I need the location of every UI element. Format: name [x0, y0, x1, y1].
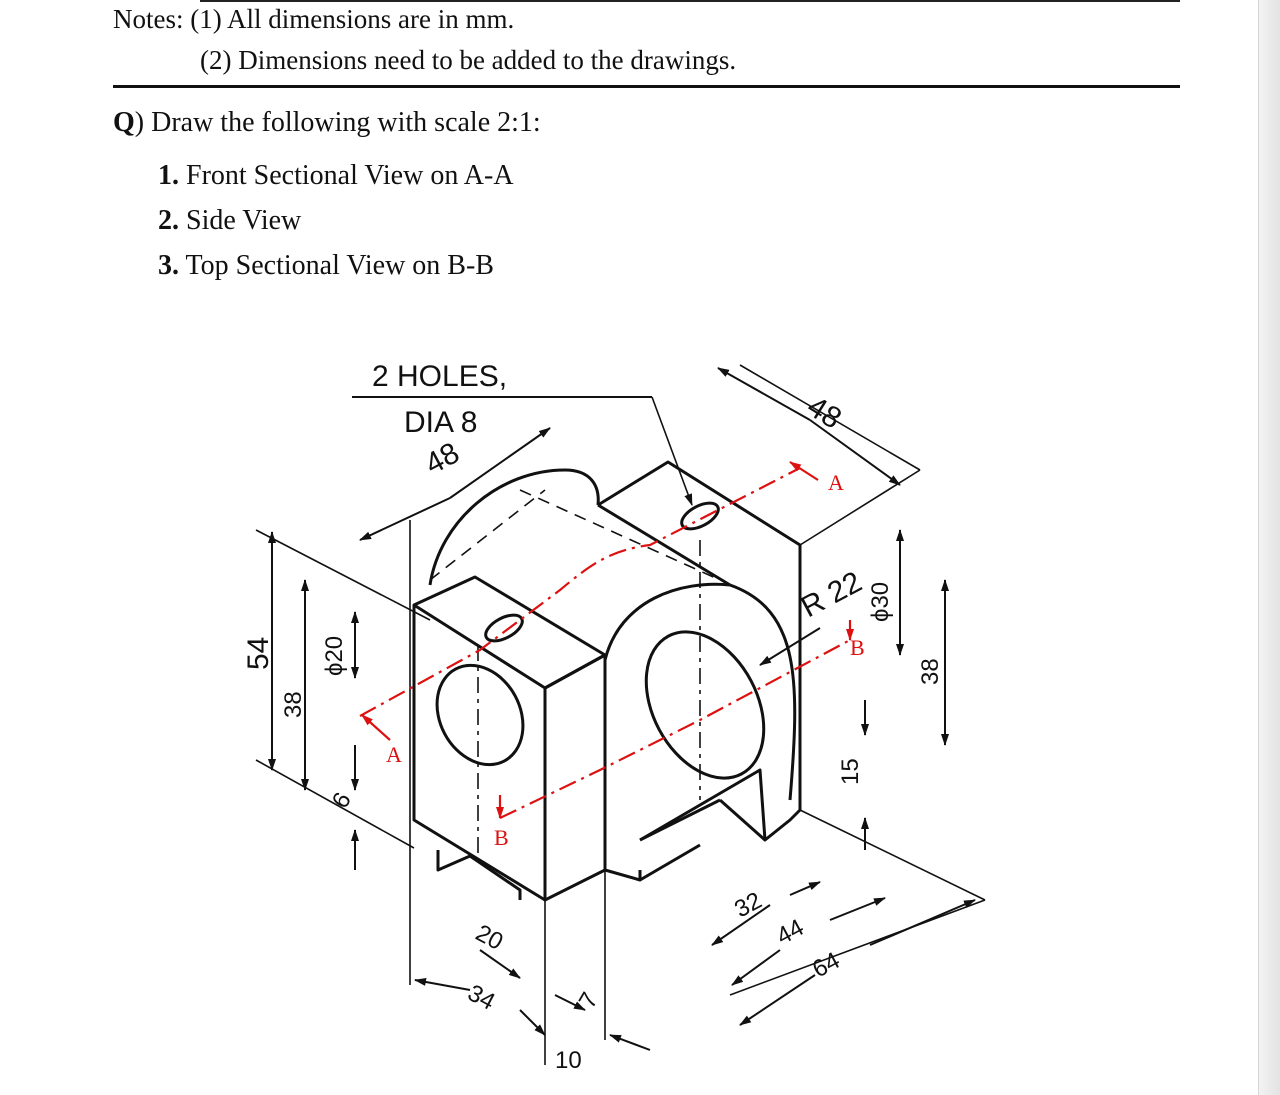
callout-line-1: 2 HOLES,: [372, 360, 507, 393]
dim-line-32: [711, 904, 771, 946]
dim-64: 64: [808, 947, 844, 983]
slab-front-edge: [597, 503, 731, 587]
extension-line: [255, 759, 415, 849]
hole-top-left: [484, 613, 524, 643]
left-block-front: [412, 605, 547, 902]
dim-32: 32: [730, 887, 766, 923]
dim-line-32: [789, 881, 821, 896]
section-label-b-bottom: B: [494, 825, 509, 850]
dim-10: 10: [555, 1047, 582, 1074]
dim-line-48-right: [717, 367, 811, 421]
dim-dia20: ϕ20: [321, 636, 348, 676]
section-arrow-a-left: [361, 714, 391, 741]
question-prefix: Q: [113, 107, 135, 138]
hole-top-right: [680, 501, 720, 531]
dim-line-34: [414, 978, 471, 991]
extension-line: [739, 364, 921, 471]
task-item: 2. Side View: [158, 203, 514, 248]
extension-line: [799, 809, 986, 901]
dim-line-48-left: [359, 497, 451, 541]
base-slot-back: [639, 798, 721, 842]
top-rule: [200, 0, 1180, 2]
dim-line-7: [554, 994, 586, 1011]
dim-34: 34: [463, 979, 499, 1015]
arch-inner-top: [603, 582, 731, 661]
task-number: 2.: [158, 205, 179, 236]
section-line-b: [499, 639, 851, 819]
object-outline: [412, 460, 802, 902]
dim-54: 54: [242, 637, 275, 670]
dim-dia30: ϕ30: [867, 582, 894, 622]
arch-top-slab: [597, 460, 802, 810]
left-block-side: [544, 653, 607, 690]
hidden-line: [519, 489, 721, 581]
dimension-lines: [268, 367, 976, 1051]
dim-20: 20: [471, 919, 507, 955]
task-list: 1. Front Sectional View on A-A 2. Side V…: [158, 158, 514, 293]
task-label: Front Sectional View on A-A: [186, 160, 514, 191]
base-front-edge: [639, 843, 701, 882]
dim-line-48-right: [809, 419, 901, 486]
dim-15: 15: [837, 758, 864, 785]
lower-slot: [436, 850, 522, 900]
extension-line: [729, 899, 986, 996]
left-bore: [435, 663, 525, 767]
dim-line-7: [609, 1034, 651, 1051]
task-label: Side View: [186, 205, 302, 236]
dim-line-48-left: [449, 427, 551, 499]
dim-r22: R 22: [796, 565, 867, 624]
dim-38-left: 38: [280, 691, 307, 718]
dim-6: 6: [327, 788, 357, 813]
dim-line-r22: [759, 627, 821, 666]
upright-right-edge: [544, 660, 607, 902]
hidden-lines: [255, 364, 986, 1065]
dim-line-44: [731, 949, 781, 986]
dim-7: 7: [574, 988, 604, 1013]
callout-leader: [651, 396, 693, 506]
section-label-b-right: B: [850, 635, 865, 660]
holes-callout: 2 HOLES, DIA 8: [352, 360, 693, 506]
task-item: 1. Front Sectional View on A-A: [158, 158, 514, 203]
dim-line-20: [479, 949, 521, 979]
question-heading: Q) Draw the following with scale 2:1:: [113, 107, 541, 139]
arch-left-curve: [428, 468, 600, 586]
base-step: [604, 868, 642, 882]
question-text: ) Draw the following with scale 2:1:: [134, 107, 541, 138]
right-bore: [644, 630, 766, 780]
section-lines: [359, 461, 854, 819]
task-label: Top Sectional View on B-B: [185, 250, 494, 281]
section-label-a-left: A: [386, 742, 402, 767]
page-edge: [1258, 0, 1280, 1095]
dim-line-44: [829, 897, 886, 921]
section-label-a-top: A: [828, 470, 844, 495]
dim-line-34: [519, 1009, 546, 1036]
dim-line-64: [869, 899, 976, 946]
task-number: 1.: [158, 160, 179, 191]
extension-line: [255, 529, 431, 621]
notes-rule: [113, 85, 1180, 88]
task-item: 3. Top Sectional View on B-B: [158, 248, 514, 293]
notes-line-1: Notes: (1) All dimensions are in mm.: [113, 4, 515, 34]
dim-line-64: [739, 974, 816, 1026]
dim-38-right: 38: [917, 658, 944, 685]
dim-48-left: 48: [420, 436, 465, 481]
extension-line: [799, 469, 921, 546]
section-arrow-a-right: [789, 461, 819, 481]
callout-line-2: DIA 8: [404, 406, 477, 439]
dim-44: 44: [772, 914, 808, 950]
hidden-line: [429, 489, 546, 581]
section-line-a: [359, 467, 801, 717]
base-slot-edge: [719, 798, 766, 842]
arch-right-outer: [729, 583, 797, 801]
task-number: 3.: [158, 250, 179, 281]
dim-48-right: 48: [801, 390, 847, 436]
notes-line-2: (2) Dimensions need to be added to the d…: [200, 45, 737, 75]
